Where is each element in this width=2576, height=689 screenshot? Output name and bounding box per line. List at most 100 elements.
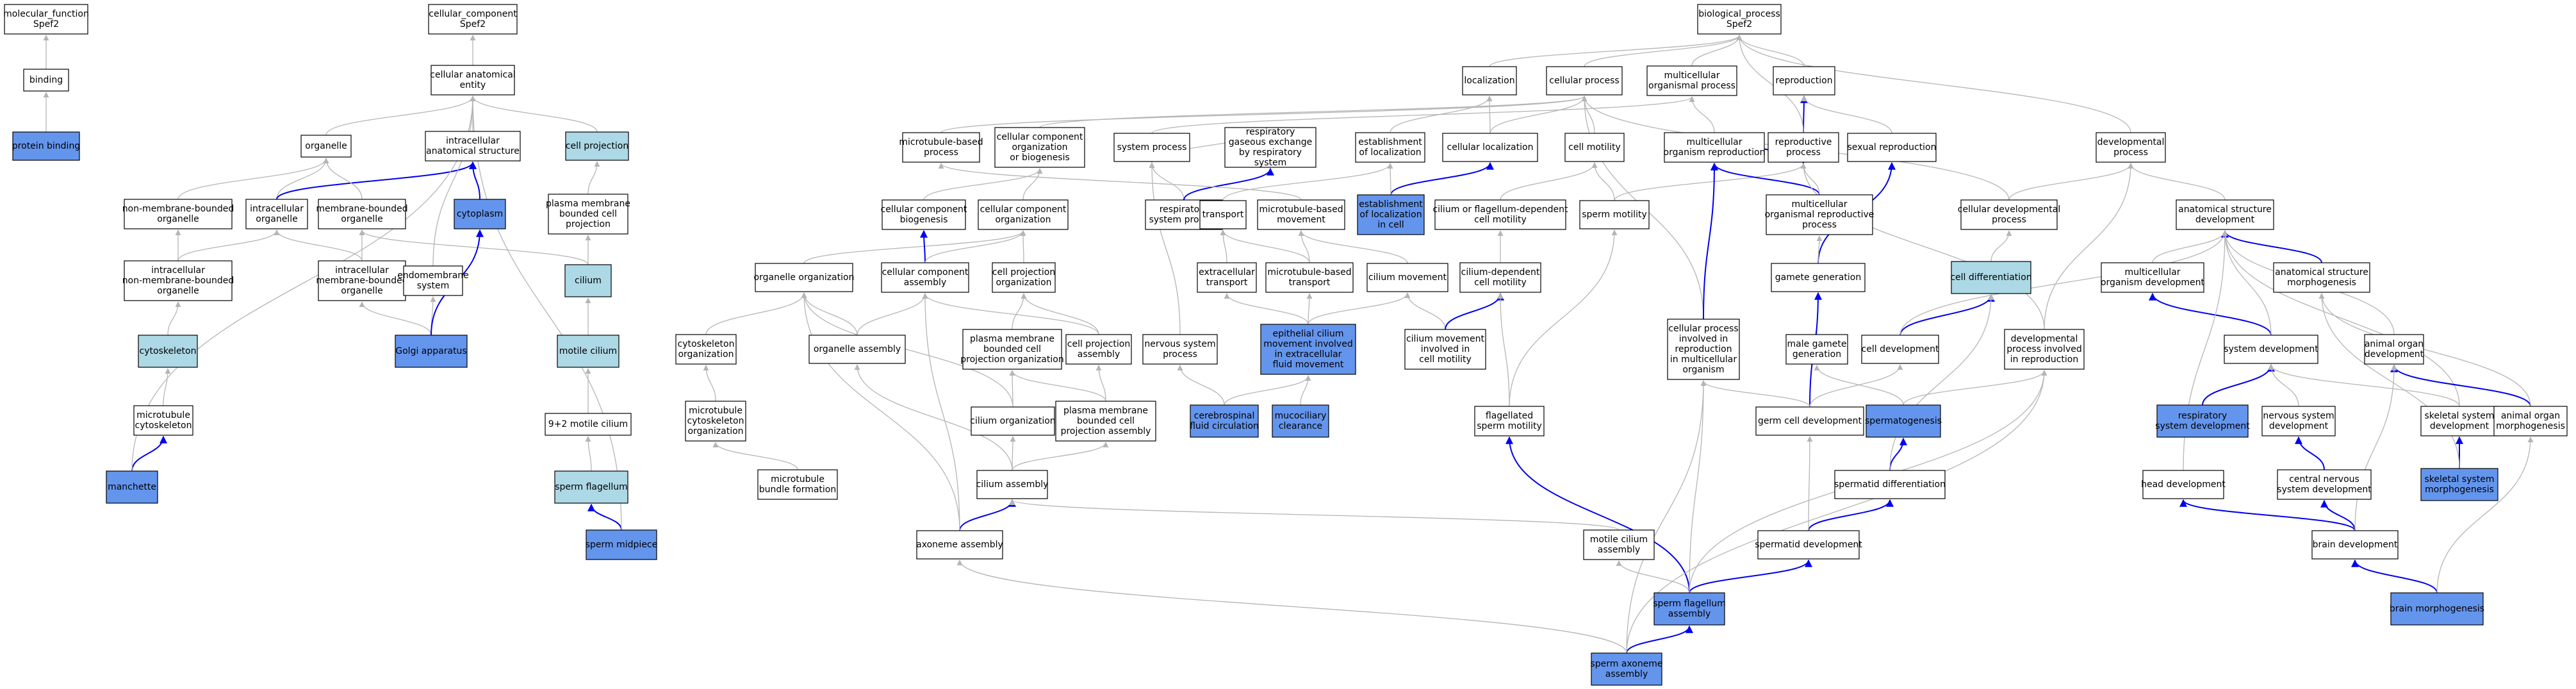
go-term-protbind[interactable]: protein binding (12, 131, 80, 161)
go-term-cilassembly[interactable]: cilium assembly (976, 470, 1049, 499)
go-term-orgorg[interactable]: organelle organization (754, 263, 855, 292)
go-term-spermatiddiff[interactable]: spermatid differentiation (1834, 470, 1946, 499)
go-term-spermflag[interactable]: sperm flagellum (554, 470, 628, 504)
go-term-germcelldev[interactable]: germ cell development (1755, 406, 1864, 436)
go-term-spermatiddev[interactable]: spermatid development (1755, 530, 1862, 560)
go-term-celldev[interactable]: cell development (1861, 335, 1939, 364)
go-term-nine2[interactable]: 9+2 motile cilium (545, 413, 632, 436)
go-term-manchette[interactable]: manchette (106, 470, 158, 504)
go-term-brainmorph[interactable]: brain morphogenesis (2390, 592, 2484, 626)
go-term-cellproc[interactable]: cellular process (1546, 66, 1623, 95)
go-term-braindev[interactable]: brain development (2311, 530, 2399, 560)
go-term-cilium[interactable]: cilium (564, 264, 612, 297)
go-term-cilorg[interactable]: cilium organization (970, 406, 1056, 436)
go-term-spermatogenesis[interactable]: spermatogenesis (1865, 404, 1942, 438)
go-term-binding[interactable]: binding (23, 69, 69, 92)
go-term-celldiff[interactable]: cell differentiation (1950, 261, 2032, 294)
go-term-sexrepro[interactable]: sexual reproduction (1847, 133, 1937, 162)
go-term-inmbo[interactable]: intracellularnon-membrane-boundedorganel… (122, 260, 234, 301)
go-term-localization[interactable]: localization (1462, 66, 1517, 95)
go-term-organelle[interactable]: organelle (300, 135, 352, 158)
go-term-cellproj[interactable]: cell projection (565, 131, 629, 161)
go-term-cytoskel[interactable]: cytoskeleton (138, 335, 198, 368)
go-term-transport[interactable]: transport (1199, 200, 1247, 229)
go-term-ciliummove[interactable]: cilium movement (1366, 263, 1448, 292)
go-term-golgi[interactable]: Golgi apparatus (395, 335, 468, 368)
go-term-sysdev[interactable]: system development (2224, 335, 2318, 364)
go-term-motcilium[interactable]: motile cilium (557, 335, 619, 368)
go-term-spermmid[interactable]: sperm midpiece (586, 529, 658, 560)
go-term-sysproc[interactable]: system process (1113, 133, 1190, 162)
go-term-cellmot[interactable]: cell motility (1564, 133, 1625, 162)
go-term-axoneme[interactable]: axoneme assembly (916, 530, 1003, 560)
go-term-cellloc[interactable]: cellular localization (1442, 133, 1538, 162)
go-term-headdev[interactable]: head development (2141, 470, 2226, 499)
go-term-spermmot[interactable]: sperm motility (1579, 200, 1650, 229)
go-term-orgassembly[interactable]: organelle assembly (808, 335, 906, 364)
go-term-repro[interactable]: reproduction (1773, 66, 1835, 95)
go-term-cytoplasm[interactable]: cytoplasm (454, 199, 506, 229)
go-term-gametegen[interactable]: gamete generation (1771, 263, 1866, 292)
